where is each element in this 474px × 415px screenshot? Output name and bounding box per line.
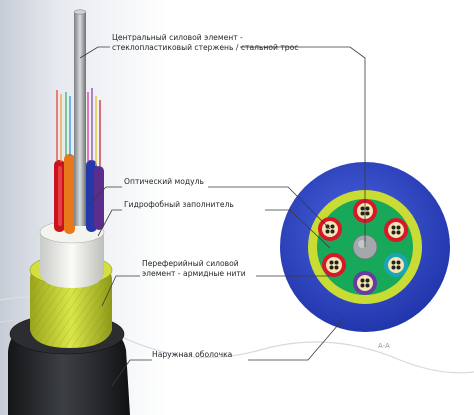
module-tube-orange	[64, 154, 75, 234]
cs-module-5	[353, 271, 377, 295]
central-member-tip	[73, 9, 87, 15]
section-mark: A-A	[378, 342, 390, 350]
module-tube-violet	[94, 166, 104, 230]
leader-sheath-section	[248, 317, 345, 361]
label-central-line1: Центральный силовой элемент -	[112, 33, 243, 42]
cs-module-4	[384, 253, 408, 277]
label-peripheral-line1: Переферийный силовой	[142, 259, 239, 268]
leader-sheath-cable	[111, 359, 152, 387]
module-tube-highlight	[58, 166, 62, 226]
leader-central-cable	[79, 46, 110, 59]
cs-module-6	[322, 253, 346, 277]
label-central-line2: стеклопластиковый стержень / стальной тр…	[112, 43, 298, 52]
leader-central-section	[240, 46, 366, 247]
label-outer-sheath: Наружная оболочка	[152, 350, 232, 359]
leader-filler-section	[265, 209, 331, 249]
cable-cutaway-icon	[8, 9, 130, 415]
optical-fibers	[56, 88, 101, 166]
label-peripheral-line2: элемент - армидные нити	[142, 269, 246, 278]
cs-central-highlight	[358, 240, 366, 248]
label-hydrophobic-filler: Гидрофобный заполнитель	[124, 200, 234, 209]
leader-optical-cable	[87, 186, 122, 207]
leader-aramid-cable	[101, 275, 140, 307]
cs-module-3	[384, 218, 408, 242]
leader-lines	[79, 46, 366, 387]
leader-filler-cable	[97, 209, 122, 237]
label-optical-module: Оптический модуль	[124, 177, 204, 186]
leader-optical-section	[208, 186, 331, 230]
central-member-rod	[74, 12, 86, 226]
